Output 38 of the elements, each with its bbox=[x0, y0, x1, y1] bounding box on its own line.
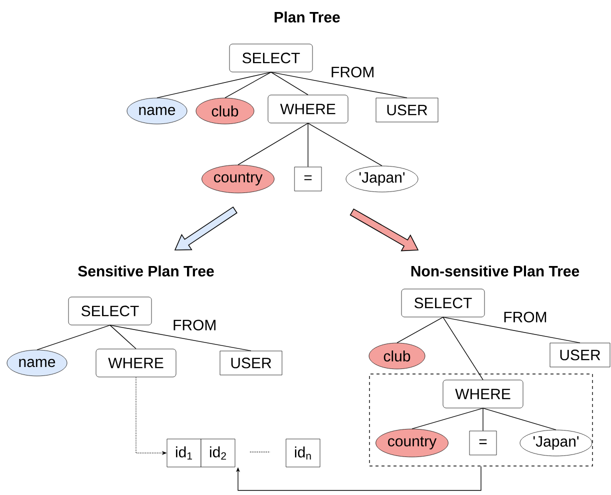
keyword-box: id$_{1}$ bbox=[166, 438, 202, 468]
keyword-box: = bbox=[469, 430, 497, 456]
keyword-box: USER bbox=[550, 342, 610, 368]
keyword-box: SELECT bbox=[229, 44, 313, 72]
edge-label: FROM bbox=[172, 318, 218, 332]
tree-title: Sensitive Plan Tree bbox=[78, 265, 214, 276]
keyword-box: id$_{2}$ bbox=[200, 438, 236, 468]
tree-edge bbox=[396, 316, 444, 344]
keyword-box: WHERE bbox=[96, 348, 176, 378]
keyword-box: SELECT bbox=[401, 288, 485, 318]
keyword-box: USER bbox=[376, 98, 438, 122]
tree-edge bbox=[224, 72, 272, 98]
tree-edge bbox=[36, 324, 110, 350]
keyword-box: WHERE bbox=[268, 94, 348, 124]
tree-edge bbox=[482, 408, 484, 432]
dashed-group-box bbox=[369, 374, 593, 466]
keyword-box: id$_{n}$ bbox=[286, 438, 320, 468]
tree-edge bbox=[270, 72, 308, 96]
arrow bbox=[174, 206, 238, 250]
tree-edge bbox=[110, 324, 136, 350]
keyword-box: = bbox=[294, 166, 322, 192]
tree-edge bbox=[442, 316, 484, 380]
tree-edge bbox=[238, 122, 308, 166]
tree-edge bbox=[110, 324, 252, 352]
arrow bbox=[236, 466, 482, 491]
tree-edge bbox=[412, 408, 484, 430]
tree-edge bbox=[482, 408, 556, 430]
keyword-box: WHERE bbox=[442, 380, 524, 408]
keyword-box: SELECT bbox=[68, 296, 152, 326]
tree-edge bbox=[308, 122, 382, 166]
edge-label: FROM bbox=[502, 310, 548, 324]
tree-edge bbox=[270, 72, 408, 98]
tree-edge bbox=[156, 72, 272, 98]
tree-edge bbox=[442, 316, 580, 344]
title: Plan Tree bbox=[274, 12, 340, 22]
tree-title: Non-sensitive Plan Tree bbox=[411, 265, 580, 276]
keyword-box: USER bbox=[220, 350, 282, 376]
edge-label: FROM bbox=[330, 66, 376, 78]
